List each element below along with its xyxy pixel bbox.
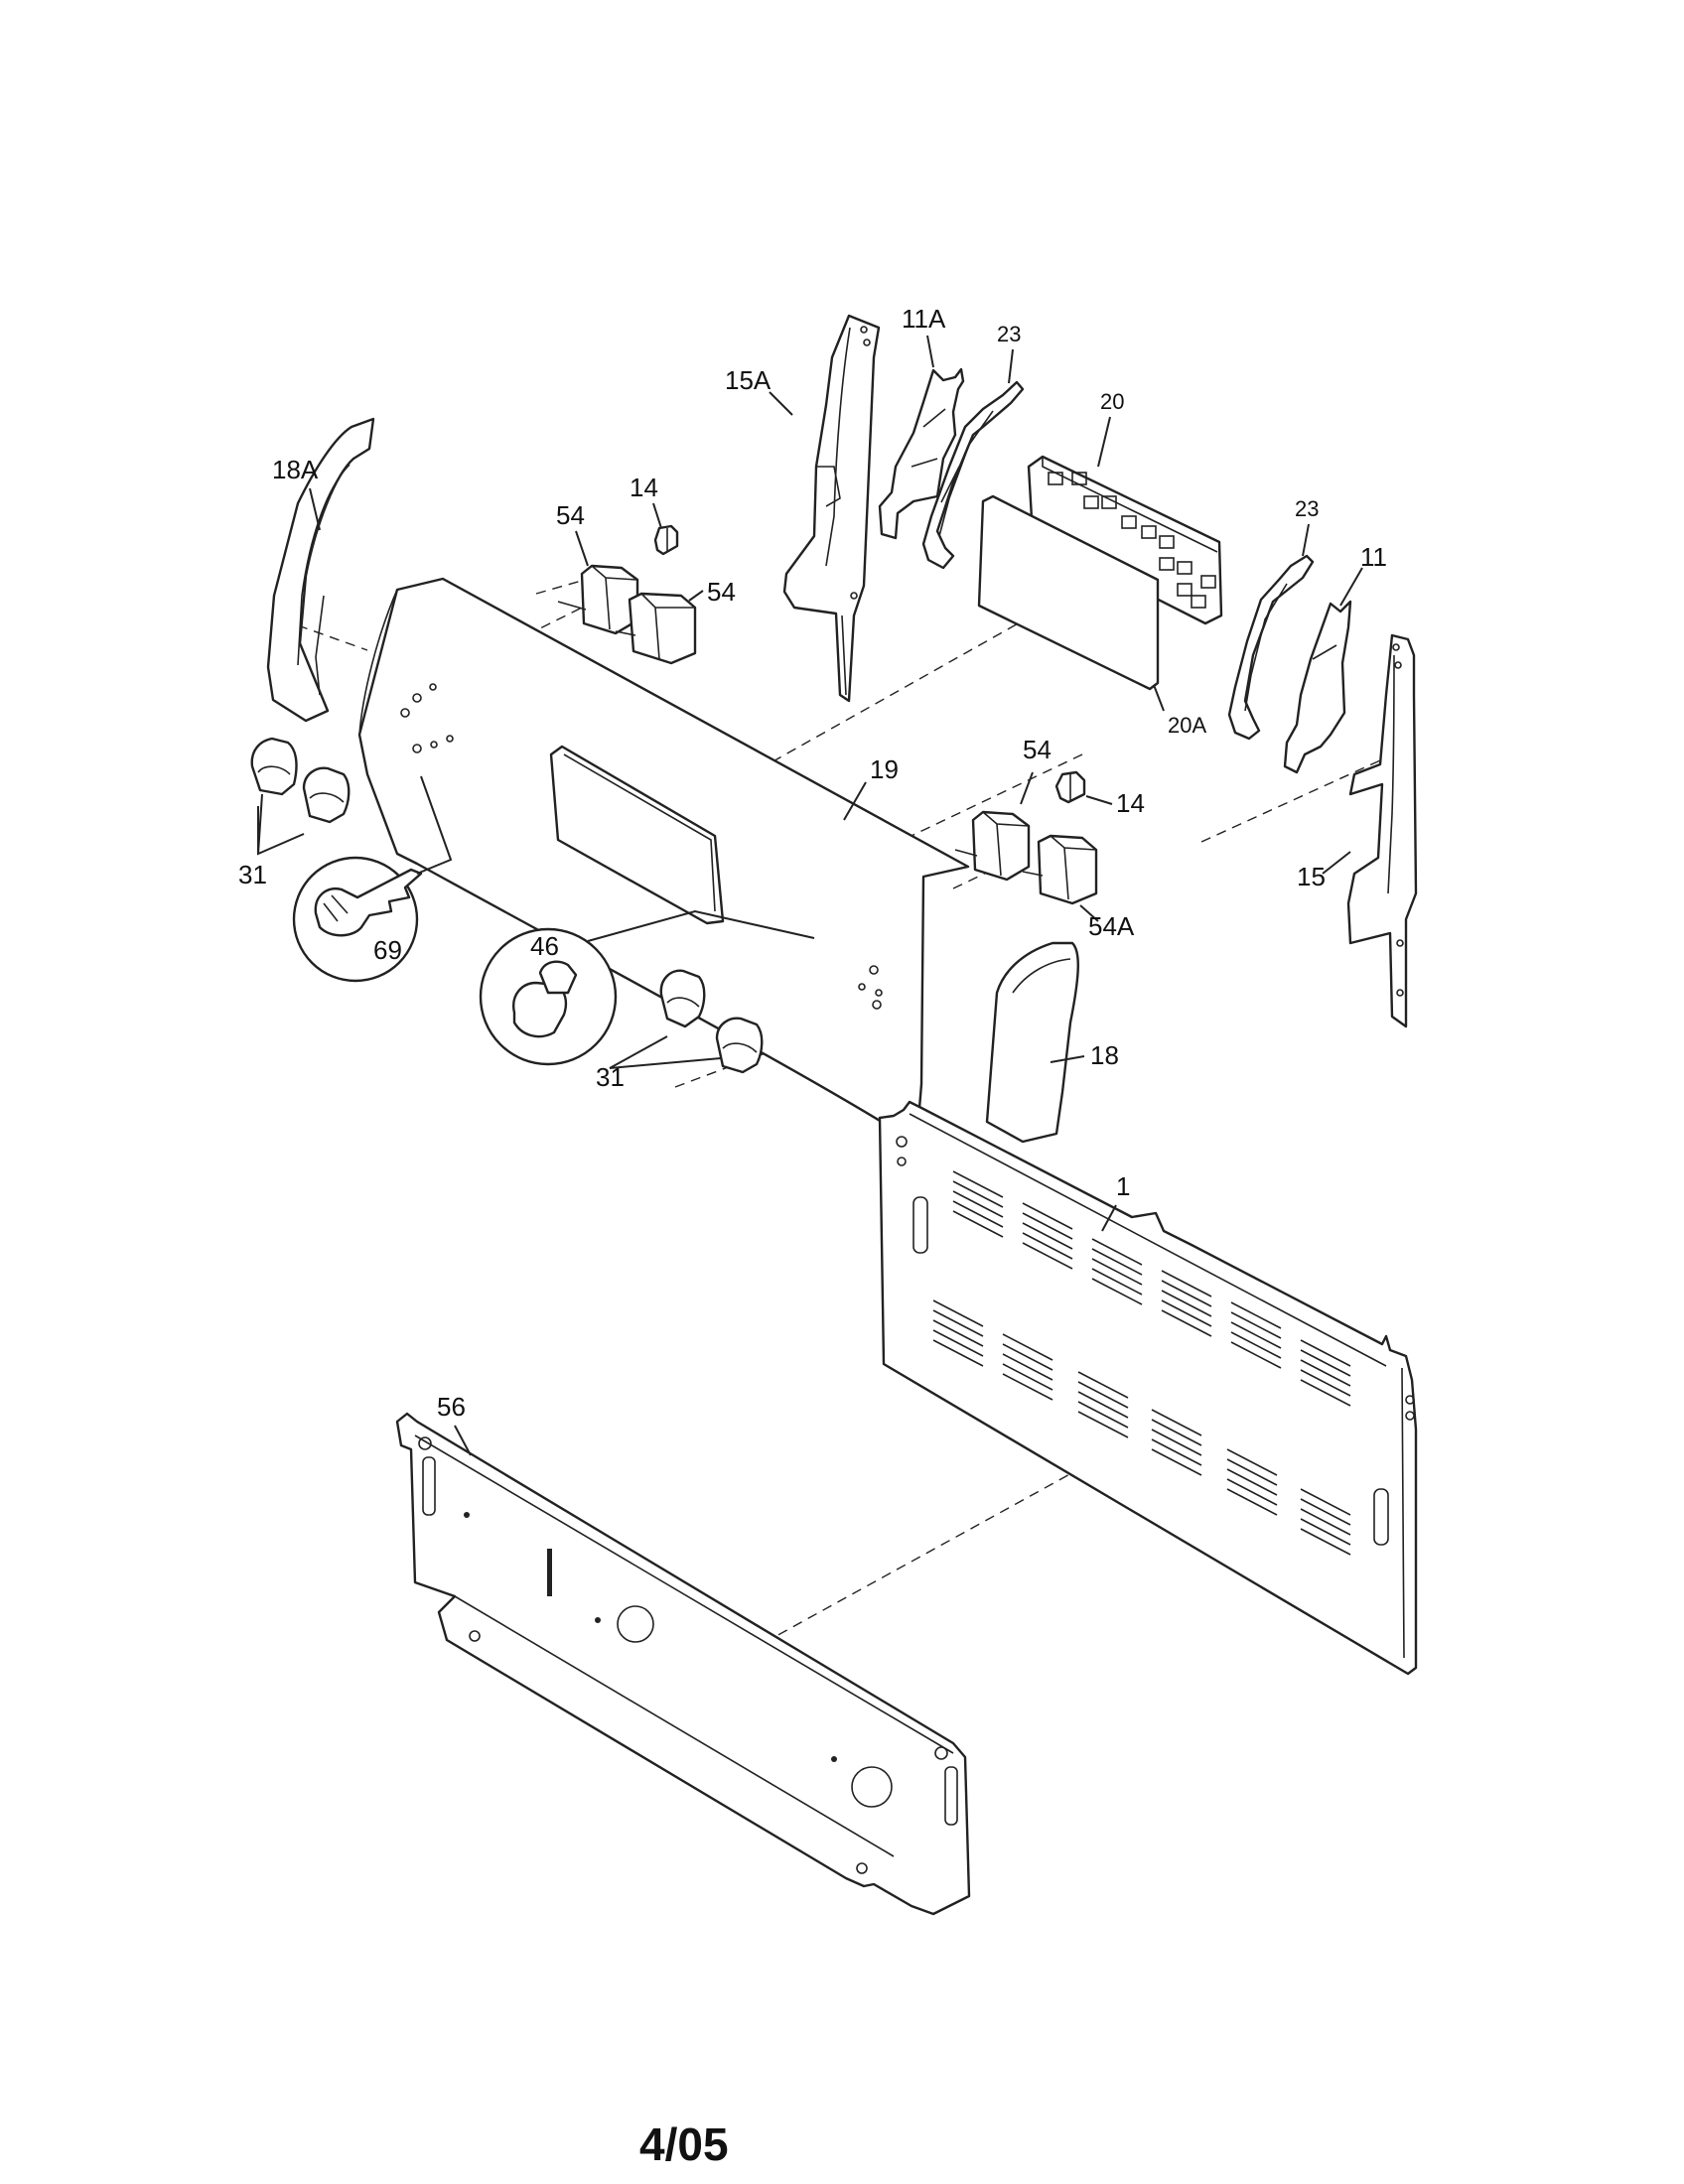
callout-54-top-left: 54 (556, 500, 585, 530)
bracket-left-11A (878, 367, 965, 540)
control-relays (1048, 472, 1216, 609)
detail-circle-69 (292, 775, 453, 983)
overlay-20A (977, 494, 1160, 691)
callout-14-right: 14 (1116, 788, 1145, 818)
knobs-left-31 (250, 737, 351, 824)
revision-date: 4/05 (639, 2118, 729, 2170)
callout-20: 20 (1100, 389, 1124, 414)
callout-20A: 20A (1168, 713, 1206, 738)
callout-18A: 18A (272, 455, 319, 484)
callout-15: 15 (1297, 862, 1326, 891)
callout-31-left: 31 (238, 860, 267, 889)
switches-left (557, 524, 697, 665)
vent-louvers-upper (952, 1170, 1351, 1407)
callout-54A: 54A (1088, 911, 1135, 941)
callout-54-top-right: 54 (707, 577, 736, 607)
knobs-right-31 (659, 969, 764, 1074)
vent-louvers-lower (932, 1299, 1351, 1556)
strip-left-23 (921, 380, 1025, 570)
callout-19: 19 (870, 754, 899, 784)
side-trim-left-15A (782, 314, 881, 703)
callout-54-right: 54 (1023, 735, 1052, 764)
callout-labels: 18A 15A 11A 23 20 23 11 54 14 54 20A 19 … (238, 304, 1387, 1422)
bracket-right-11 (1283, 600, 1352, 774)
callout-11: 11 (1360, 542, 1387, 572)
callout-46: 46 (530, 931, 559, 961)
rear-panel-1 (878, 1100, 1418, 1676)
callout-18: 18 (1090, 1040, 1119, 1070)
callout-23-right: 23 (1295, 496, 1319, 521)
switches-right (954, 770, 1098, 905)
strip-right-23 (1227, 554, 1315, 741)
callout-1: 1 (1116, 1171, 1130, 1201)
panel-holes (400, 683, 883, 1010)
callout-11A: 11A (902, 304, 946, 334)
end-cap-right-18 (985, 941, 1079, 1144)
callout-69: 69 (373, 935, 402, 965)
callout-14-top: 14 (630, 473, 658, 502)
callout-31-bottom: 31 (596, 1062, 625, 1092)
callout-23-left: 23 (997, 322, 1021, 346)
side-trim-right-15 (1346, 633, 1418, 1028)
callout-15A: 15A (725, 365, 772, 395)
back-panel-56 (395, 1412, 971, 1916)
detail-circle-46 (479, 909, 815, 1066)
leader-lines (257, 335, 1363, 1456)
control-panel-19 (357, 577, 970, 1154)
callout-56: 56 (437, 1392, 466, 1422)
